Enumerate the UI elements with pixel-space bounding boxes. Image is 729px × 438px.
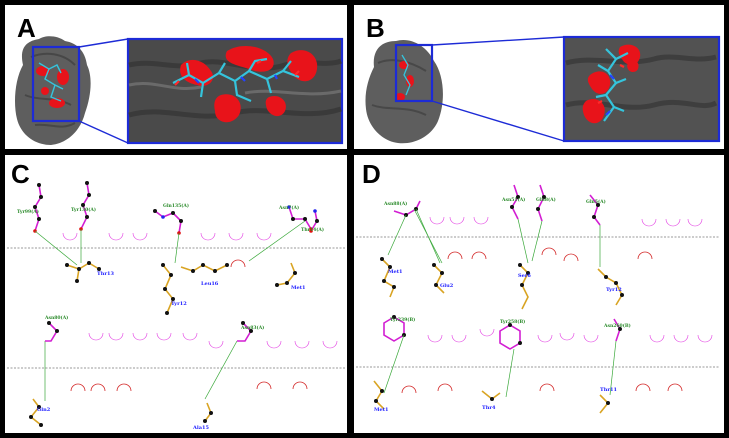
panel-a-surface-render bbox=[15, 36, 344, 145]
bonded-label: Asn51(A) bbox=[501, 196, 525, 203]
ligand-label: Leu16 bbox=[201, 281, 219, 287]
ligand-label: Glu2 bbox=[440, 283, 454, 289]
bonded-label: Tyr130(A) bbox=[71, 206, 96, 213]
panel-c: C bbox=[5, 155, 347, 433]
ligand-label: Met1 bbox=[374, 407, 389, 413]
bonded-label: Asn83(A) bbox=[240, 324, 264, 331]
ligand-label: Tyr12 bbox=[606, 287, 622, 293]
ligand-label: Thr11 bbox=[600, 387, 617, 393]
zoom-line-top bbox=[431, 36, 565, 46]
zoom-line-top bbox=[78, 38, 129, 48]
ligand-label: Ser6 bbox=[518, 273, 531, 279]
panel-label-c: C bbox=[11, 159, 30, 189]
bonded-label: Gln5(A) bbox=[586, 198, 606, 205]
ligand-label: Thr4 bbox=[482, 405, 496, 411]
zoom-view bbox=[562, 35, 721, 143]
ligand-label: Thr13 bbox=[97, 271, 114, 277]
panel-label-d: D bbox=[362, 159, 381, 189]
panel-b: B bbox=[354, 5, 724, 149]
ligand-label: Ala15 bbox=[192, 425, 209, 431]
bonded-label: Asn260(B) bbox=[603, 322, 631, 329]
bonded-label: Thr14(A) bbox=[301, 226, 324, 233]
hydrophobic-contacts bbox=[401, 247, 683, 394]
panel-d-ligplot: Asn88(A) Asn51(A) Gln8(A) Gln5(A) Met1 G… bbox=[356, 184, 720, 414]
protein-surface bbox=[365, 39, 443, 144]
bonded-label: Gln8(A) bbox=[536, 196, 556, 203]
panel-d: D bbox=[354, 155, 724, 433]
zoom-line-bottom bbox=[431, 100, 565, 142]
zoom-line-bottom bbox=[78, 120, 129, 144]
panel-c-ligplot: Tyr99(A) Tyr130(A) Gln135(A) Asn7(A) Thr… bbox=[7, 181, 345, 431]
ligand-label: Gln2 bbox=[37, 407, 51, 413]
ligand-label: Met1 bbox=[388, 269, 403, 275]
zoom-box-small bbox=[394, 43, 434, 103]
panel-label-b: B bbox=[366, 13, 385, 43]
panel-a: A bbox=[5, 5, 347, 149]
bonded-label: Tyr239(B) bbox=[390, 316, 415, 323]
bonded-label: Asn80(A) bbox=[44, 314, 68, 321]
bonded-label: Asn88(A) bbox=[383, 200, 407, 207]
bonded-label: Tyr258(B) bbox=[500, 318, 525, 325]
ligand-label: Met1 bbox=[291, 285, 306, 291]
hydrophobic-contacts bbox=[70, 259, 308, 392]
bonded-label: Tyr99(A) bbox=[17, 208, 39, 215]
bonded-label: Asn7(A) bbox=[278, 204, 299, 211]
zoom-box-small bbox=[31, 45, 81, 123]
ligand-label: Tyr12 bbox=[171, 301, 187, 307]
panel-label-a: A bbox=[17, 13, 36, 43]
bonded-label: Gln135(A) bbox=[163, 202, 189, 209]
ligand-sticks bbox=[38, 62, 64, 102]
panel-b-surface-render bbox=[365, 35, 721, 144]
